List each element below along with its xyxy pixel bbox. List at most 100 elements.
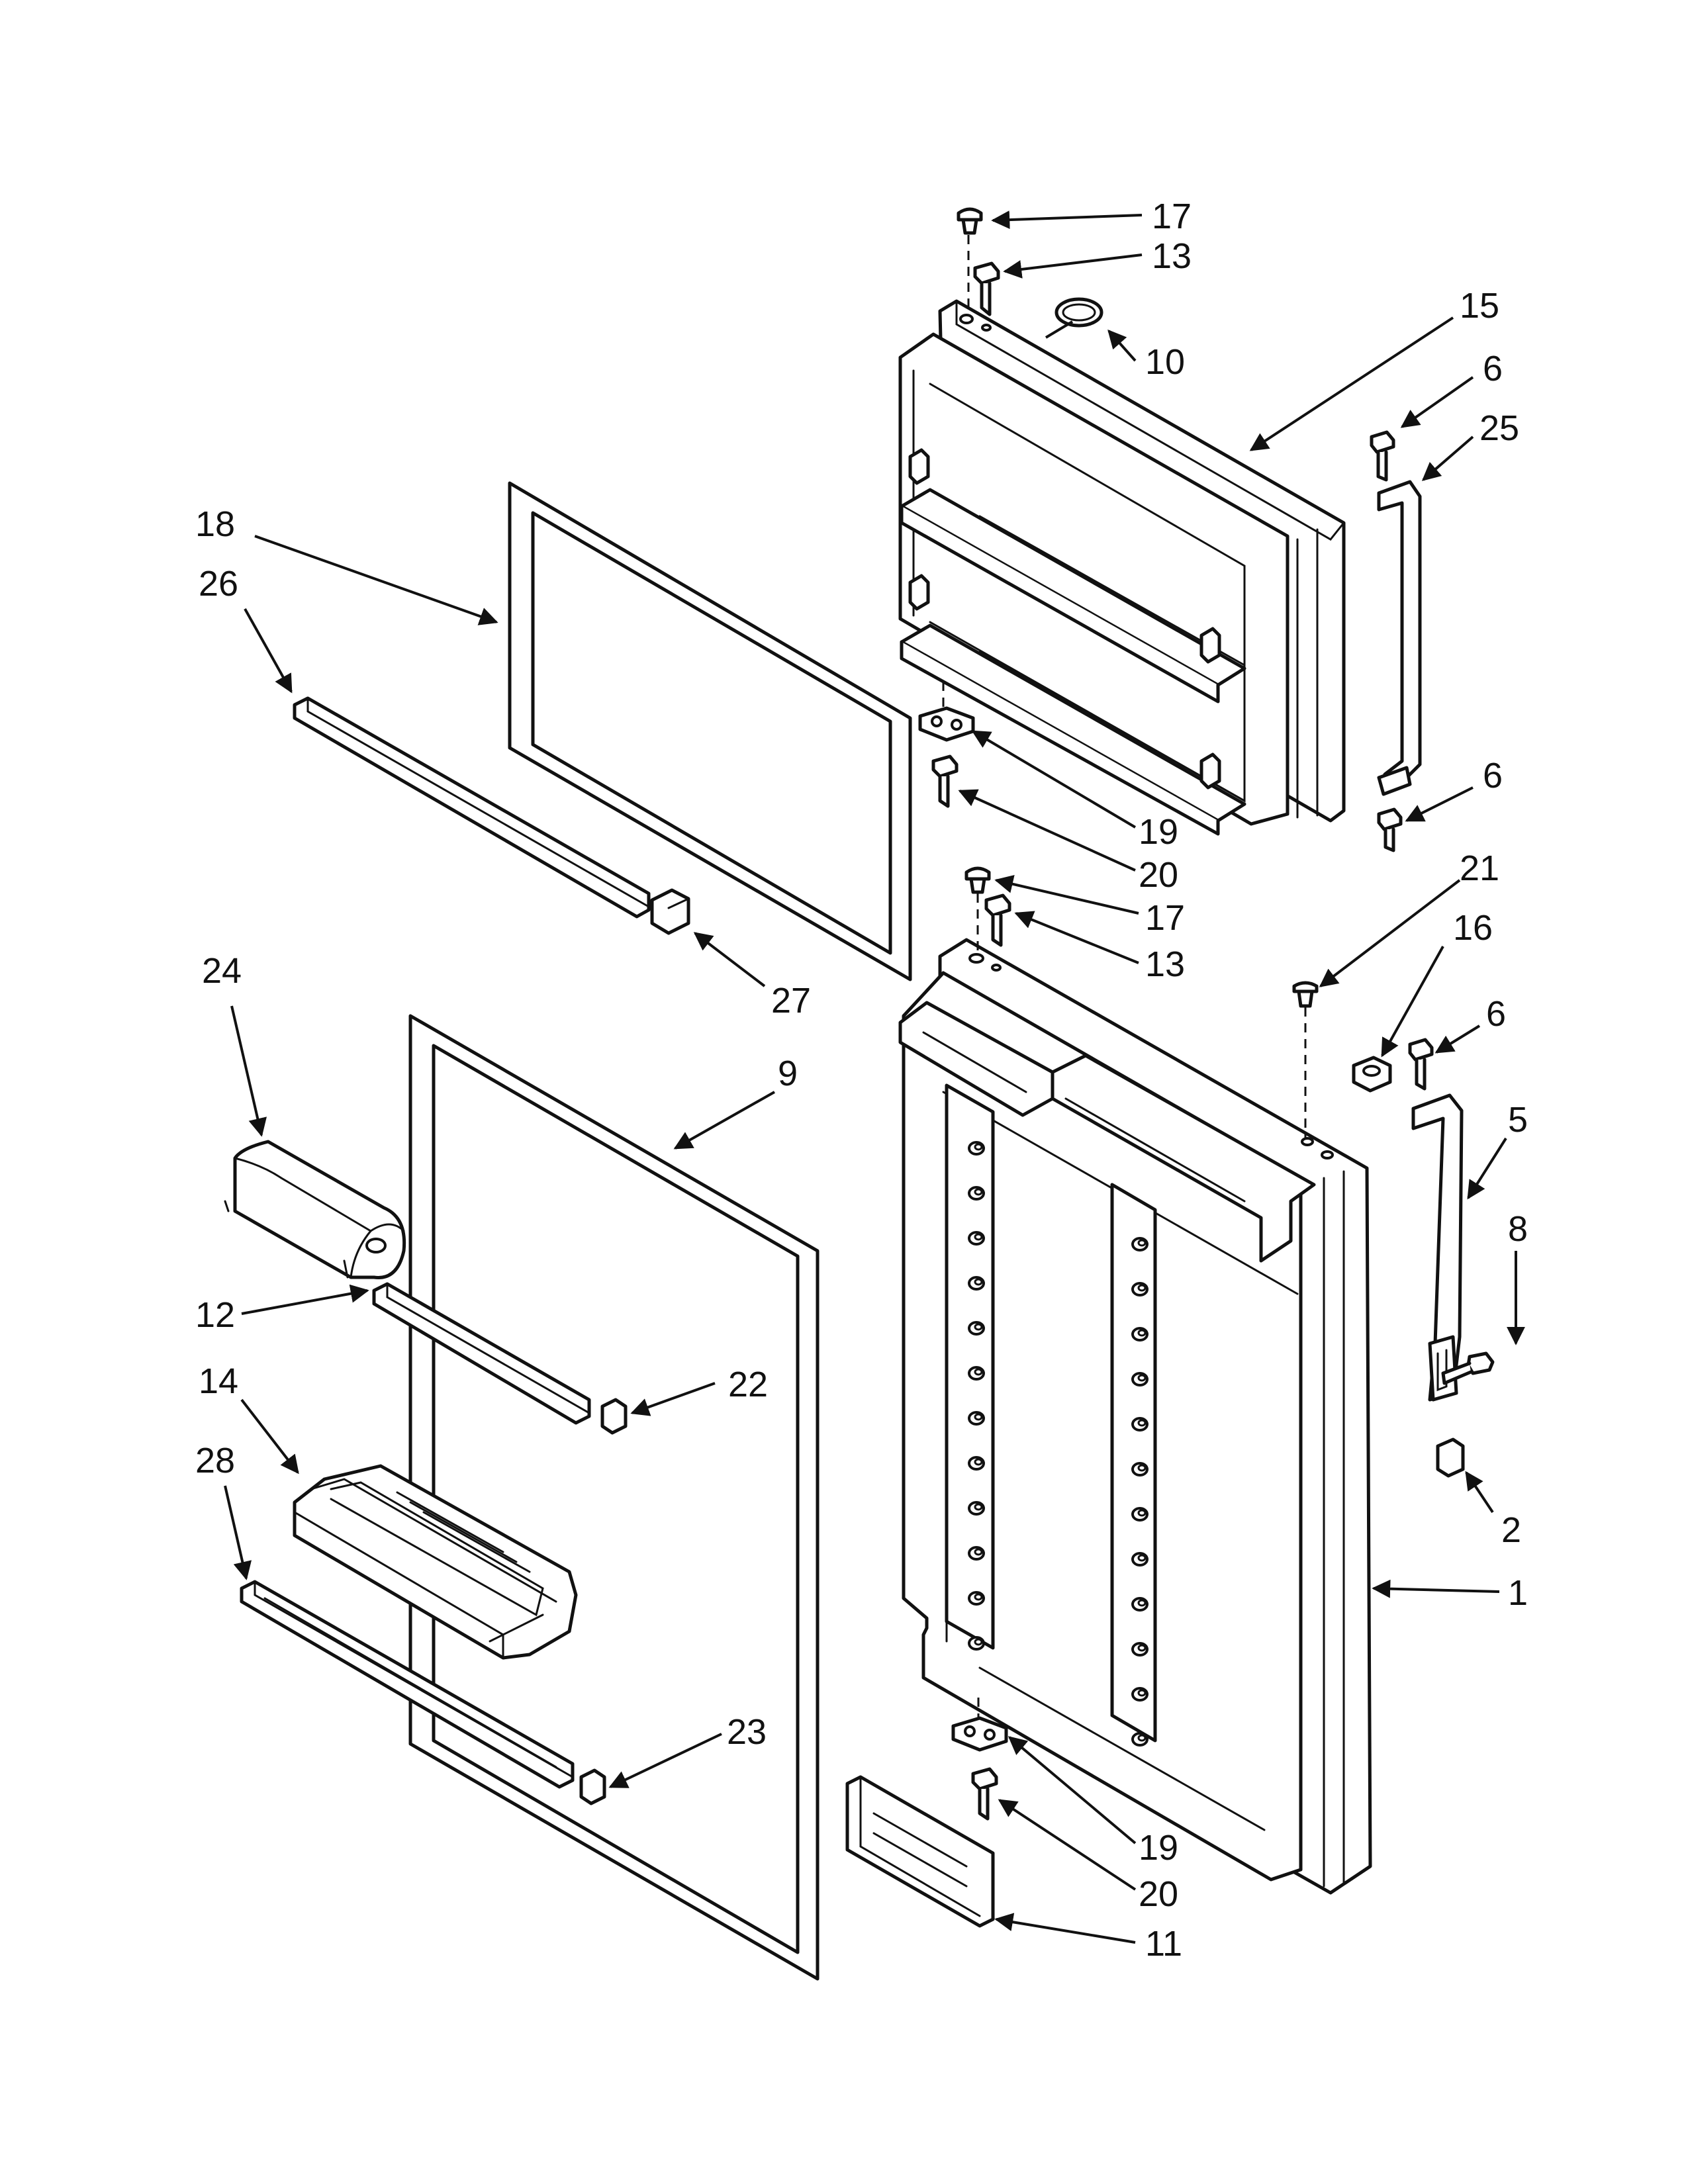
shelf-stud-left-icons xyxy=(968,1141,985,1651)
callout-8: 8 xyxy=(1508,1209,1528,1249)
callout-18: 18 xyxy=(195,504,235,544)
callout-21: 21 xyxy=(1460,848,1499,888)
shelf-stud-icon xyxy=(1137,1644,1147,1652)
shelf-stud-icon xyxy=(974,1548,983,1556)
callout-17: 17 xyxy=(1152,197,1192,236)
callout-13: 13 xyxy=(1152,236,1192,276)
handle-bracket xyxy=(1377,766,1412,796)
hinge-19b-icon xyxy=(951,1716,1008,1752)
screw-13a-icon xyxy=(973,261,1000,316)
trim-strip-26-icon xyxy=(293,696,651,919)
callout-6: 6 xyxy=(1483,756,1503,796)
shelf-stud-icon xyxy=(1137,1689,1147,1697)
callout-20: 20 xyxy=(1139,855,1178,895)
cap-16-icon xyxy=(1352,1056,1392,1093)
shelf-stud-icon xyxy=(1137,1329,1147,1337)
door-bin-14-icon xyxy=(293,1464,578,1660)
shelf-stud-right-icons xyxy=(1131,1237,1149,1747)
screw-6b-icon xyxy=(1377,807,1403,852)
leader-13b xyxy=(1014,911,1139,964)
screw-6a-icon xyxy=(1370,430,1395,482)
shelf-stud-icon xyxy=(1137,1509,1147,1517)
callout-11: 11 xyxy=(1145,1924,1182,1964)
callout-17: 17 xyxy=(1145,898,1185,938)
leader-17a xyxy=(991,210,1143,230)
leader-15 xyxy=(1249,316,1454,451)
callout-27: 27 xyxy=(771,981,811,1021)
leader-lines xyxy=(224,210,1525,1944)
leader-14 xyxy=(240,1398,299,1475)
leader-26 xyxy=(244,608,293,694)
shelf-stud-icon xyxy=(1137,1554,1147,1562)
screw-6c-icon xyxy=(1408,1038,1434,1091)
callout-25: 25 xyxy=(1479,408,1519,448)
leader-2 xyxy=(1465,1471,1494,1514)
clip-23-icon xyxy=(579,1768,606,1805)
leader-24 xyxy=(230,1005,267,1137)
callout-13: 13 xyxy=(1145,944,1185,984)
shelf-stud-icon xyxy=(974,1593,983,1601)
freezer-gasket-18-icon xyxy=(508,481,912,981)
shelf-rail-12-icon xyxy=(372,1282,591,1425)
shelf-stud-icon xyxy=(974,1323,983,1331)
screw-8-icon xyxy=(1441,1351,1495,1385)
leader-11 xyxy=(994,1913,1136,1944)
handle-hole xyxy=(1321,1150,1334,1160)
callout-9: 9 xyxy=(778,1054,798,1093)
callout-12: 12 xyxy=(195,1295,235,1335)
freezer-shelf-stud-icons xyxy=(908,448,1221,790)
leader-28 xyxy=(224,1485,252,1580)
shelf-rail-28-icon xyxy=(240,1580,575,1789)
callout-19: 19 xyxy=(1139,812,1178,852)
callout-24: 24 xyxy=(202,951,242,991)
leader-23 xyxy=(608,1733,722,1788)
hinge-pin-17a-icon xyxy=(957,207,983,235)
freezer-door-shelf-lower xyxy=(900,623,1246,836)
shelf-stud-icon xyxy=(1137,1599,1147,1607)
shelf-stud-icon xyxy=(1137,1374,1147,1382)
leader-17b xyxy=(994,875,1139,915)
callout-26: 26 xyxy=(199,564,238,604)
leader-27 xyxy=(693,932,766,987)
leader-18 xyxy=(254,535,498,625)
hinge-hole xyxy=(991,964,1002,972)
shelf-stud-icon xyxy=(974,1458,983,1466)
leader-1 xyxy=(1372,1579,1500,1598)
fresh-food-gasket-9-icon xyxy=(408,1014,820,1981)
shelf-stud-icon xyxy=(1137,1464,1147,1472)
screw-20a-icon xyxy=(931,754,959,808)
shelf-stud-icon xyxy=(974,1188,983,1196)
plug-21-icon xyxy=(1292,981,1319,1008)
clip-27-icon xyxy=(650,888,690,935)
callout-5: 5 xyxy=(1508,1100,1528,1140)
callout-6: 6 xyxy=(1483,349,1503,388)
handle-hole xyxy=(1301,1137,1314,1146)
leader-22 xyxy=(630,1382,716,1416)
callout-6: 6 xyxy=(1486,994,1506,1034)
hinge-19a-icon xyxy=(918,706,975,742)
shelf-stud-icon xyxy=(974,1143,983,1151)
freezer-handle-25-icon xyxy=(1377,480,1422,793)
fresh-food-handle-5-icon xyxy=(1411,1093,1464,1402)
leader-20a xyxy=(958,789,1136,872)
door-shelf-rail-right xyxy=(1110,1183,1157,1743)
leader-19a xyxy=(971,730,1137,829)
callout-10: 10 xyxy=(1145,342,1185,382)
clip-2-icon xyxy=(1436,1437,1465,1478)
shelf-stud-icon xyxy=(974,1368,983,1376)
shelf-stud-icon xyxy=(974,1503,983,1511)
leader-20b xyxy=(998,1799,1137,1891)
leader-21 xyxy=(1319,879,1461,987)
callout-20: 20 xyxy=(1139,1874,1178,1914)
shelf-stud-icon xyxy=(1137,1419,1147,1427)
screw-20b-icon xyxy=(971,1767,998,1821)
hinge-cover-11-icon xyxy=(845,1775,995,1928)
leader-16 xyxy=(1381,946,1444,1058)
hinge-hole xyxy=(981,324,992,332)
plug-10-icon xyxy=(1055,297,1103,328)
callout-labels: 17 13 15 10 6 25 18 26 6 19 20 21 17 16 … xyxy=(195,197,1528,1964)
leader-6b xyxy=(1405,786,1474,822)
callout-23: 23 xyxy=(727,1712,767,1752)
callout-16: 16 xyxy=(1453,908,1493,948)
